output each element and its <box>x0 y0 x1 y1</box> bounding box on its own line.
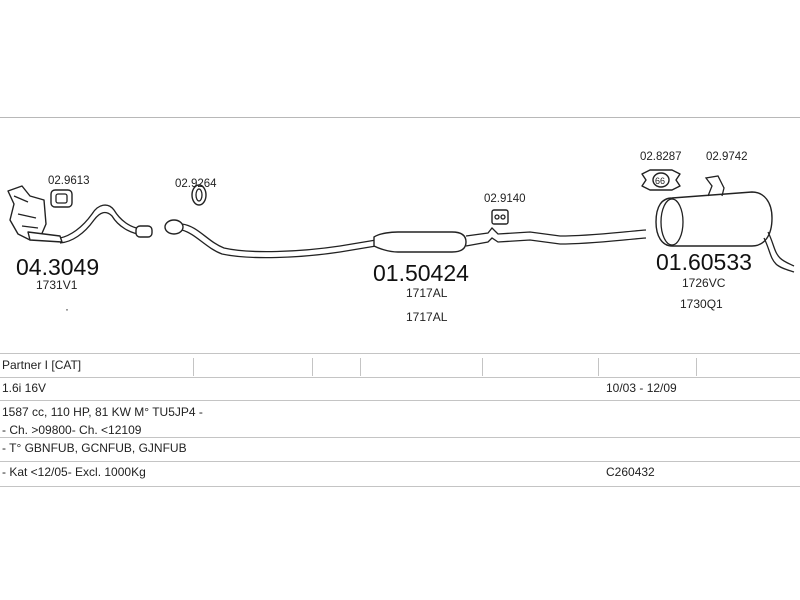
accessory-code-02-8287: 02.8287 <box>640 151 682 163</box>
table-row-specs: 1587 cc, 110 HP, 81 KW M° TU5JP4 - <box>0 402 800 420</box>
notes: - Kat <12/05- Excl. 1000Kg <box>2 465 146 479</box>
main-code-01-50424: 01.50424 <box>373 260 469 286</box>
top-rule <box>0 117 800 118</box>
accessory-code-02-9140: 02.9140 <box>484 193 526 205</box>
row-divider <box>0 377 800 378</box>
sub-code-1731v1: 1731V1 <box>36 278 78 292</box>
main-code-04-3049: 04.3049 <box>16 254 99 280</box>
sub-code-1717al-1: 1717AL <box>406 286 448 300</box>
sub-code-1726vc: 1726VC <box>682 276 726 290</box>
table-row-types: - T° GBNFUB, GCNFUB, GJNFUB <box>0 438 800 456</box>
clamp-02-8287[interactable] <box>641 169 681 191</box>
table-col-divider <box>312 358 313 376</box>
clamp-badge: 66 <box>655 176 665 186</box>
chassis-range: - Ch. >09800- Ch. <12109 <box>2 423 142 437</box>
row-divider <box>0 400 800 401</box>
middle-pipe-assembly[interactable] <box>164 219 647 259</box>
accessory-code-02-9742: 02.9742 <box>706 151 748 163</box>
catalytic-converter[interactable] <box>7 185 153 244</box>
type-codes: - T° GBNFUB, GCNFUB, GJNFUB <box>2 441 187 455</box>
sub-code-1730q1: 1730Q1 <box>680 297 723 311</box>
row-divider <box>0 461 800 462</box>
rear-silencer[interactable] <box>655 175 795 273</box>
rubber-hanger-02-9140[interactable] <box>491 209 509 225</box>
gasket-02-9264[interactable] <box>191 184 207 206</box>
table-row-engine: 1.6i 16V 10/03 - 12/09 <box>0 378 800 398</box>
table-row-chassis: - Ch. >09800- Ch. <12109 <box>0 420 800 438</box>
main-code-01-60533: 01.60533 <box>656 249 752 275</box>
engine-specs: 1587 cc, 110 HP, 81 KW M° TU5JP4 - <box>2 405 203 419</box>
table-col-divider <box>360 358 361 376</box>
model-name: Partner I [CAT] <box>2 358 82 372</box>
year-range: 10/03 - 12/09 <box>606 381 677 395</box>
sub-code-1717al-2: 1717AL <box>406 310 448 324</box>
gasket-02-9613[interactable] <box>50 189 73 208</box>
engine-label: 1.6i 16V <box>2 381 47 395</box>
accessory-code-02-9264: 02.9264 <box>175 178 217 190</box>
table-col-divider <box>482 358 483 376</box>
table-col-divider <box>696 358 697 376</box>
table-bottom-rule <box>0 486 800 487</box>
table-row-model: Partner I [CAT] <box>0 355 800 375</box>
table-top-rule <box>0 353 800 354</box>
table-col-divider <box>598 358 599 376</box>
table-col-divider <box>193 358 194 376</box>
table-row-notes: - Kat <12/05- Excl. 1000Kg C260432 <box>0 462 800 482</box>
catalog-code: C260432 <box>606 465 655 479</box>
exhaust-system-diagram: 02.9613 04.3049 1731V1 · 02.9264 01.5042… <box>7 151 795 324</box>
row-divider <box>0 437 800 438</box>
accessory-code-02-9613: 02.9613 <box>48 175 90 187</box>
dot-mark: · <box>65 302 69 316</box>
